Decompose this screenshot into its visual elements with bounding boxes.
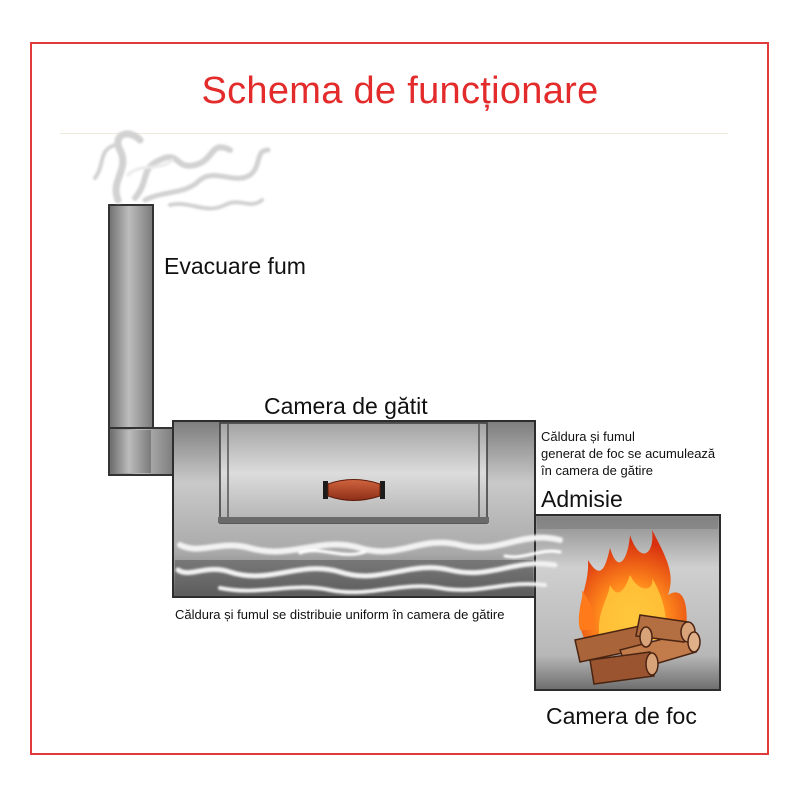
firewood-logs: [574, 614, 701, 685]
cooking-chamber-label: Camera de gătit: [264, 393, 428, 419]
outer-frame: [30, 42, 769, 755]
heat-accumulation-line-2: generat de foc se acumulează: [541, 446, 716, 461]
heat-distribution-note: Căldura și fumul se distribuie uniform î…: [175, 607, 505, 622]
title-divider: [60, 133, 728, 134]
heat-accumulation-note: Căldura și fumul generat de foc se acumu…: [541, 428, 715, 479]
cooking-chamber: [172, 420, 536, 598]
chimney-pipe: [108, 204, 176, 476]
heat-accumulation-line-1: Căldura și fumul: [541, 429, 635, 444]
smoke-exhaust-label: Evacuare fum: [164, 253, 306, 279]
intake-label: Admisie: [541, 486, 623, 512]
fire-chamber-label: Camera de foc: [546, 703, 697, 729]
diagram-title: Schema de funcționare: [201, 70, 599, 112]
smoke-plume: [93, 130, 271, 211]
heat-accumulation-line-3: în camera de gătire: [541, 463, 654, 478]
heat-smoke-flow: [175, 534, 563, 595]
meat-skewer: [323, 479, 385, 501]
